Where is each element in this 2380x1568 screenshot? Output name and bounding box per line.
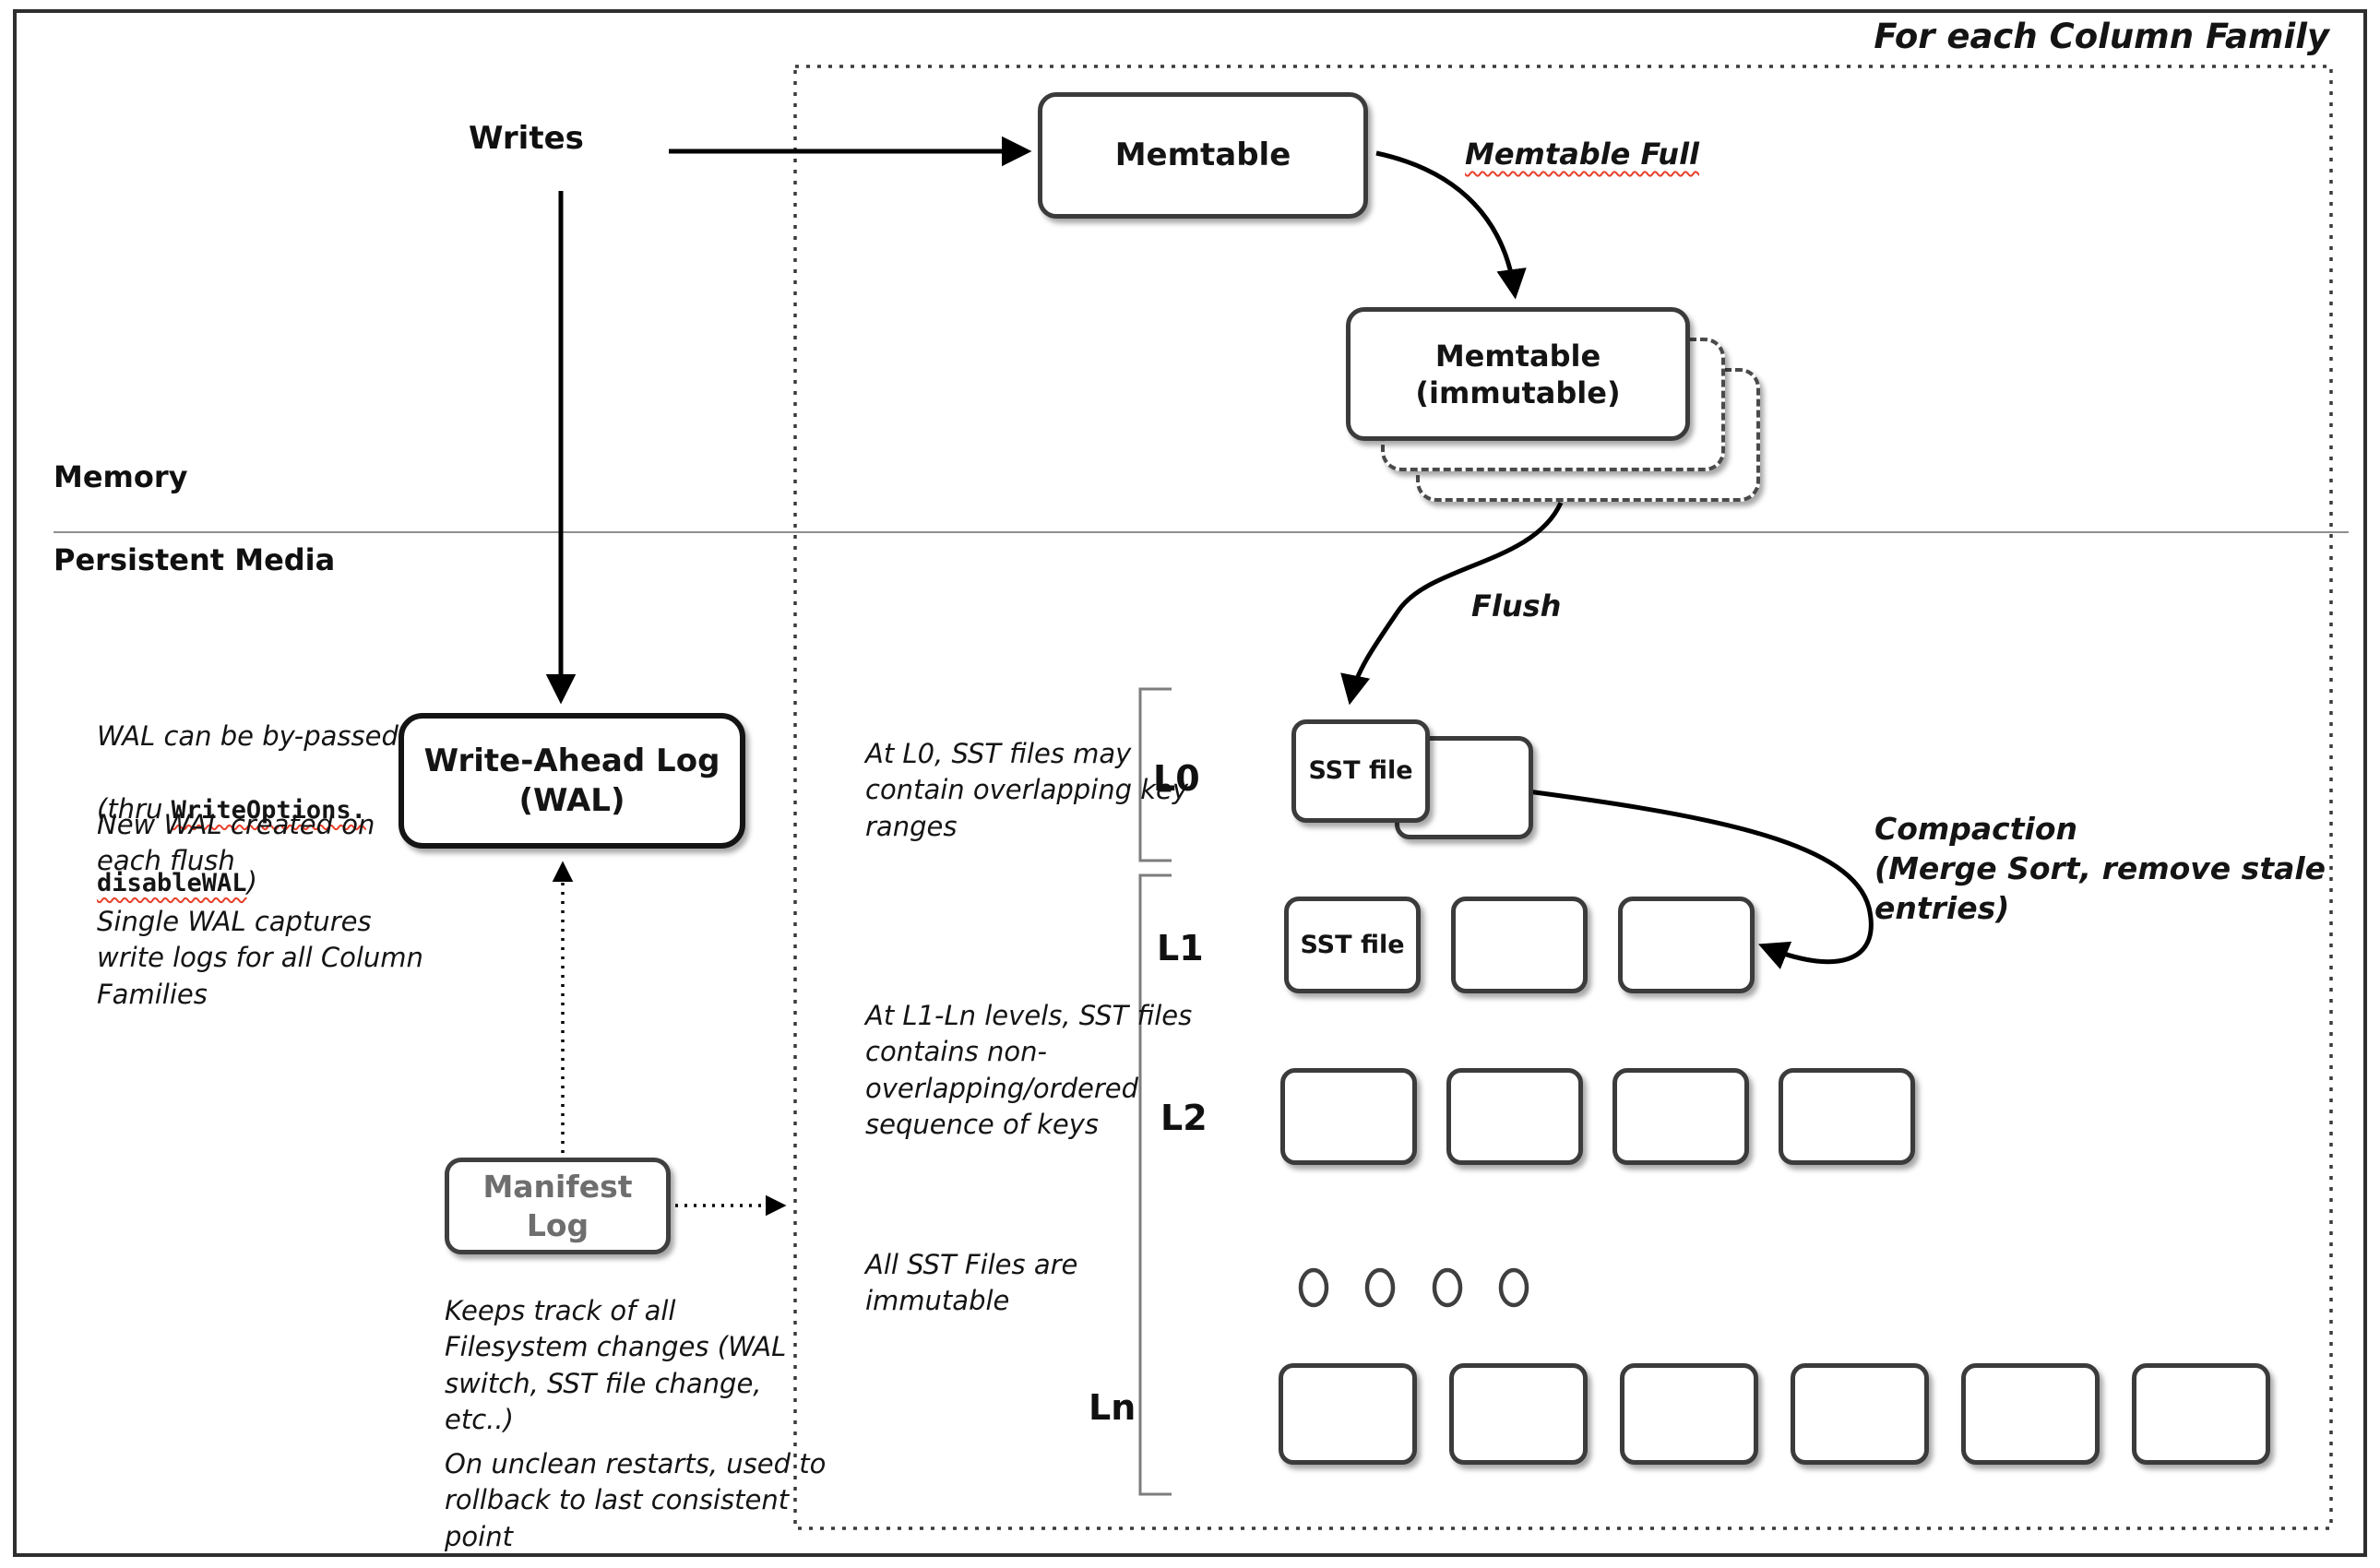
sst-box-ln-3 [1620, 1363, 1758, 1465]
sst-box-l0-1: SST file [1291, 719, 1430, 823]
writes-label: Writes [469, 120, 584, 157]
sst-box-ln-4 [1791, 1363, 1929, 1465]
sst-box-l1-1: SST file [1284, 897, 1421, 993]
sst-row-l2 [1280, 1068, 1915, 1165]
immutable-memtable-node: Memtable (immutable) [1346, 307, 1690, 441]
wal-node-label: Write-Ahead Log (WAL) [423, 742, 720, 819]
l1-ln-note: At L1-Ln levels, SST files contains non-… [865, 1000, 1193, 1141]
level-label-l0: L0 [1153, 758, 1200, 799]
sst-box-l0-1-label: SST file [1308, 756, 1413, 786]
sst-box-l2-3 [1612, 1068, 1749, 1165]
manifest-log-node-label: Manifest Log [482, 1169, 633, 1243]
wal-bypass-note-pre: (thru [97, 793, 172, 826]
level-ellipsis-dots [1298, 1267, 1529, 1308]
wal-bypass-note-code1: WriteOptions. [171, 796, 366, 826]
manifest-log-node: Manifest Log [445, 1158, 671, 1254]
memory-section-label: Memory [54, 459, 188, 494]
flush-label: Flush [1471, 588, 1562, 624]
manifest-restart-note: On unclean restarts, used to rollback to… [445, 1448, 827, 1552]
wal-new-note: New WAL created on each flush [97, 809, 375, 877]
wal-bypass-note-post: ) [246, 866, 257, 898]
immutable-memtable-node-label: Memtable (immutable) [1415, 338, 1621, 410]
sst-row-ln [1279, 1363, 2270, 1465]
wal-single-note: Single WAL captures write logs for all C… [97, 906, 423, 1010]
level-label-ln: Ln [1089, 1387, 1136, 1428]
sst-box-l2-1 [1280, 1068, 1417, 1165]
sst-row-l1: SST file [1284, 897, 1755, 993]
sst-box-ln-6 [2132, 1363, 2270, 1465]
wal-node: Write-Ahead Log (WAL) [399, 713, 745, 849]
sst-box-l2-4 [1779, 1068, 1915, 1165]
region-title: For each Column Family [1874, 17, 2329, 56]
persistent-media-section-label: Persistent Media [54, 542, 336, 577]
level-label-l2: L2 [1160, 1098, 1208, 1138]
sst-box-l1-1-label: SST file [1300, 930, 1405, 959]
compaction-label: Compaction (Merge Sort, remove stale ent… [1874, 811, 2326, 926]
sst-box-l1-3 [1618, 897, 1755, 993]
memtable-full-label: Memtable Full [1465, 137, 1700, 172]
immutable-sst-note: All SST Files are immutable [865, 1249, 1078, 1317]
level-label-l1: L1 [1157, 928, 1204, 968]
memtable-to-immutable-arrow [1375, 150, 1527, 300]
wal-bypass-note-code2: disableWAL [97, 869, 247, 898]
sst-box-ln-2 [1449, 1363, 1588, 1465]
sst-box-ln-5 [1961, 1363, 2100, 1465]
sst-box-ln-1 [1279, 1363, 1417, 1465]
memtable-node-label: Memtable [1114, 137, 1291, 174]
l0-note: At L0, SST files may contain overlapping… [865, 738, 1189, 842]
memtable-node: Memtable [1038, 92, 1368, 219]
manifest-track-note: Keeps track of all Filesystem changes (W… [445, 1295, 787, 1436]
sst-box-l2-2 [1446, 1068, 1583, 1165]
wal-bypass-note-line1: WAL can be by-passed [97, 720, 399, 753]
wal-bypass-note: WAL can be by-passed (thru WriteOptions.… [97, 683, 399, 901]
sst-box-l1-2 [1451, 897, 1588, 993]
